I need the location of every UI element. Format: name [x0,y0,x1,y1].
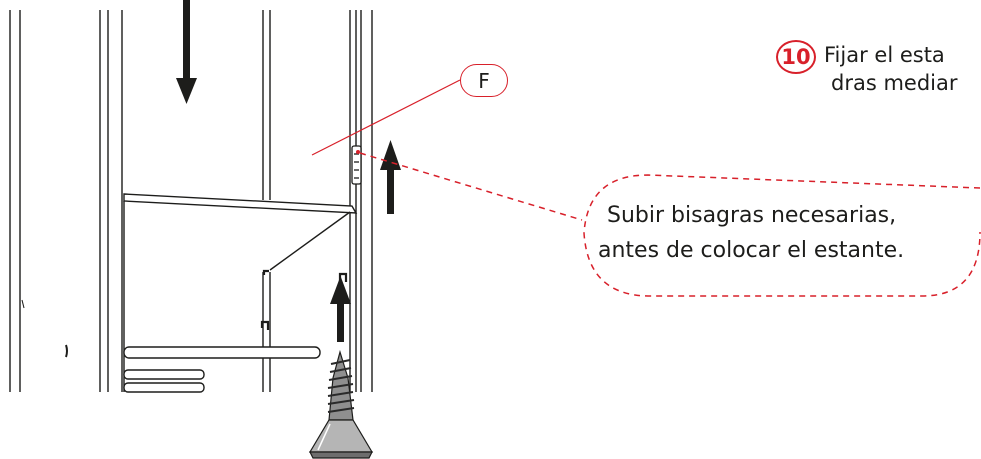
hinge-note: Subir bisagras necesarias, antes de colo… [598,198,904,268]
hinge-marker [356,150,360,154]
instruction-text-line-1: Fijar el esta [824,43,945,67]
lower-rails [123,346,321,393]
hinge-icon [351,145,362,185]
step-number-badge: 10 [776,40,816,74]
down-arrow-icon [176,0,197,104]
note-line-2: antes de colocar el estante. [598,238,905,263]
screw-icon [308,349,374,459]
cabinet-left-panel [9,10,123,392]
note-callout [359,152,981,297]
up-arrow-icon [380,140,401,214]
cabinet-back-posts [262,10,271,392]
cabinet-right-panel [349,10,373,392]
instruction-text-line-2: dras mediar [831,71,958,95]
part-f-leader [311,79,461,156]
shelf-f [123,193,358,392]
screw-up-arrow-icon [330,276,351,342]
note-line-1: Subir bisagras necesarias, [607,203,897,228]
part-label-f: F [460,64,508,97]
